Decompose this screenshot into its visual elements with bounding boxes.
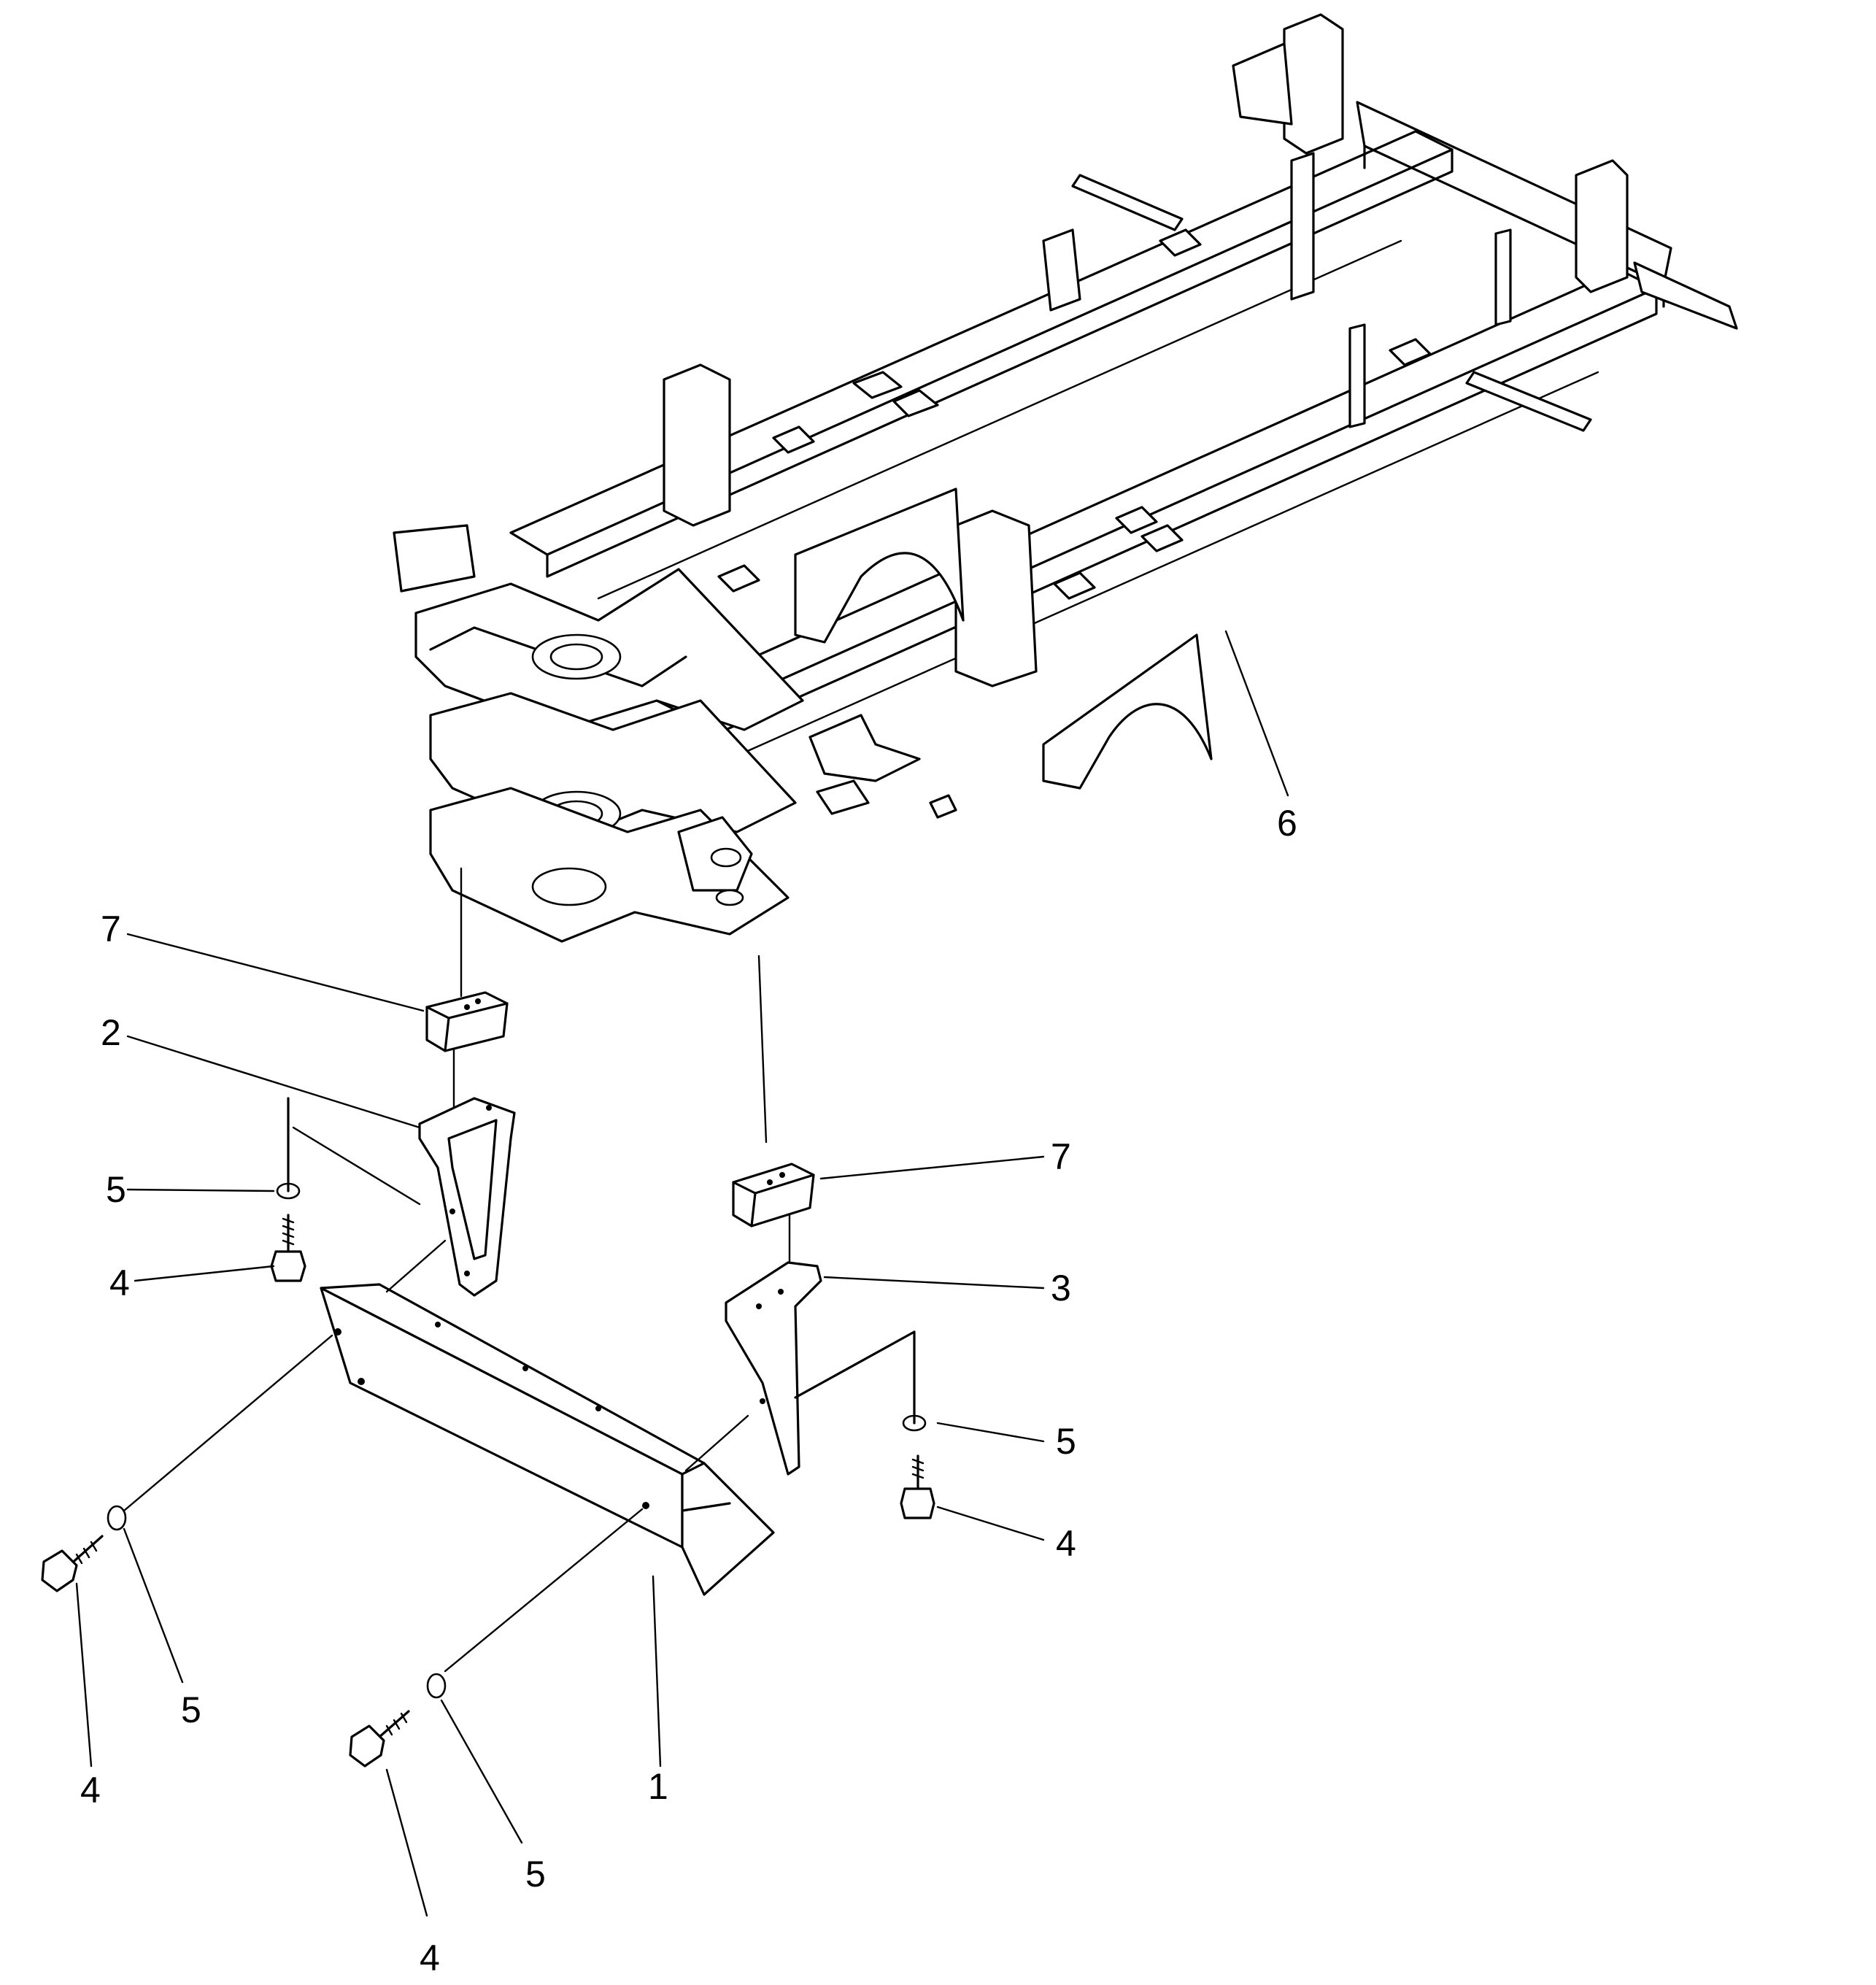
main-frame (393, 13, 1738, 943)
callout-4-bottom: 4 (420, 1938, 440, 1978)
leader-drop-lines (452, 867, 791, 1264)
callout-5-left: 5 (106, 1169, 126, 1210)
callout-4-right: 4 (1056, 1523, 1076, 1564)
guard-plate (320, 1283, 775, 1596)
bolt-icon (270, 1214, 306, 1282)
callout-labels: 7 2 5 4 7 3 5 4 6 1 4 5 4 5 (80, 803, 1297, 1978)
washer-icon (107, 1505, 127, 1531)
callout-7-right: 7 (1051, 1136, 1071, 1177)
callout-4-left: 4 (109, 1263, 130, 1303)
bracket-right (725, 1261, 822, 1476)
callout-5-bottom-left: 5 (181, 1689, 201, 1730)
callout-3: 3 (1051, 1268, 1071, 1308)
callout-7-left: 7 (101, 909, 121, 949)
bolt-icon (900, 1454, 935, 1519)
callout-5-right: 5 (1056, 1421, 1076, 1462)
washer-icon (426, 1673, 447, 1699)
pad-block-right (732, 1163, 815, 1227)
callout-leaders (75, 630, 1289, 1917)
callout-1: 1 (648, 1766, 668, 1807)
callout-6: 6 (1277, 803, 1297, 844)
bracket-left (418, 1097, 516, 1297)
callout-4-bottom-left: 4 (80, 1770, 101, 1811)
pad-block-left (425, 991, 509, 1052)
callout-2: 2 (101, 1012, 121, 1053)
bolt-icon (41, 1535, 104, 1592)
bolt-icon (349, 1710, 410, 1768)
callout-5-bottom: 5 (525, 1854, 546, 1895)
